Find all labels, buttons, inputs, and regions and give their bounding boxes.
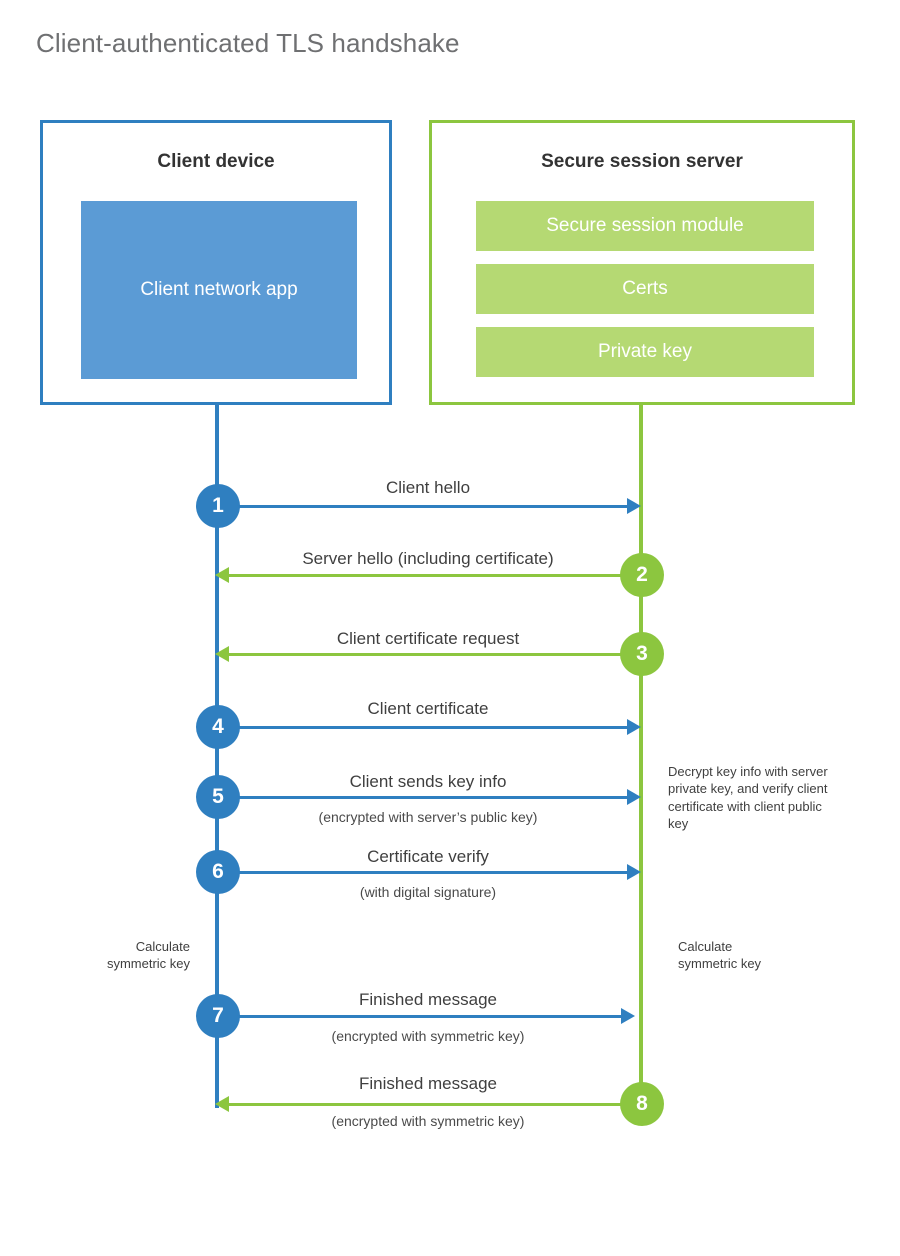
client-calculate-note-line-2: symmetric key <box>106 956 190 972</box>
step-3-circle[interactable]: 3 <box>620 632 664 676</box>
private-key-block: Private key <box>476 327 814 377</box>
step-3-arrow-head-icon <box>215 646 229 662</box>
client-calculate-symmetric-key-note: Calculate symmetric key <box>40 938 190 973</box>
step-4-arrow-head-icon <box>627 719 641 735</box>
step-1-circle[interactable]: 1 <box>196 484 240 528</box>
client-lifeline <box>215 402 219 1108</box>
step-4-label: Client certificate <box>367 699 489 718</box>
step-6-circle[interactable]: 6 <box>196 850 240 894</box>
step-1-arrow-head-icon <box>627 498 641 514</box>
step-5-sublabel: (encrypted with server’s public key) <box>318 809 538 825</box>
step-8-sublabel: (encrypted with symmetric key) <box>331 1113 525 1129</box>
step-5-arrow-line <box>217 796 627 799</box>
secure-session-module-block: Secure session module <box>476 201 814 251</box>
server-lifeline <box>639 402 643 1108</box>
step-8-arrow-head-icon <box>215 1096 229 1112</box>
step-4-arrow-line <box>217 726 627 729</box>
step-5-arrow-head-icon <box>627 789 641 805</box>
step-8-circle[interactable]: 8 <box>620 1082 664 1126</box>
server-calculate-note-line-1: Calculate <box>678 939 733 954</box>
server-decrypt-note: Decrypt key info with server private key… <box>668 764 828 832</box>
step-6-arrow-line <box>217 871 627 874</box>
step-6-sublabel: (with digital signature) <box>359 884 497 900</box>
step-7-arrow-line <box>217 1015 621 1018</box>
step-7-circle[interactable]: 7 <box>196 994 240 1038</box>
step-5-circle[interactable]: 5 <box>196 775 240 819</box>
step-1-arrow-line <box>217 505 627 508</box>
step-4-circle[interactable]: 4 <box>196 705 240 749</box>
certs-block: Certs <box>476 264 814 314</box>
step-2-label: Server hello (including certificate) <box>302 549 554 568</box>
client-device-box: Client device Client network app <box>40 120 392 405</box>
step-7-label: Finished message <box>359 990 497 1009</box>
secure-session-server-box: Secure session server Secure session mod… <box>429 120 855 405</box>
step-6-arrow-head-icon <box>627 864 641 880</box>
step-8-label: Finished message <box>359 1074 497 1093</box>
step-8-arrow-line <box>228 1103 641 1106</box>
step-1-label: Client hello <box>385 478 471 497</box>
step-6-label: Certificate verify <box>367 847 489 866</box>
client-device-title: Client device <box>157 151 275 172</box>
step-7-sublabel: (encrypted with symmetric key) <box>331 1028 525 1044</box>
step-2-arrow-head-icon <box>215 567 229 583</box>
step-2-arrow-line <box>228 574 641 577</box>
secure-session-server-title: Secure session server <box>541 151 743 172</box>
step-3-arrow-line <box>228 653 641 656</box>
page-title: Client-authenticated TLS handshake <box>36 28 460 58</box>
step-2-circle[interactable]: 2 <box>620 553 664 597</box>
client-network-app-block: Client network app <box>81 201 357 379</box>
step-3-label: Client certificate request <box>336 629 520 648</box>
client-calculate-note-line-1: Calculate <box>135 939 190 954</box>
server-calculate-symmetric-key-note: Calculate symmetric key <box>678 938 838 973</box>
step-7-arrow-head-icon <box>621 1008 635 1024</box>
server-calculate-note-line-2: symmetric key <box>678 956 762 972</box>
step-5-label: Client sends key info <box>349 772 507 791</box>
